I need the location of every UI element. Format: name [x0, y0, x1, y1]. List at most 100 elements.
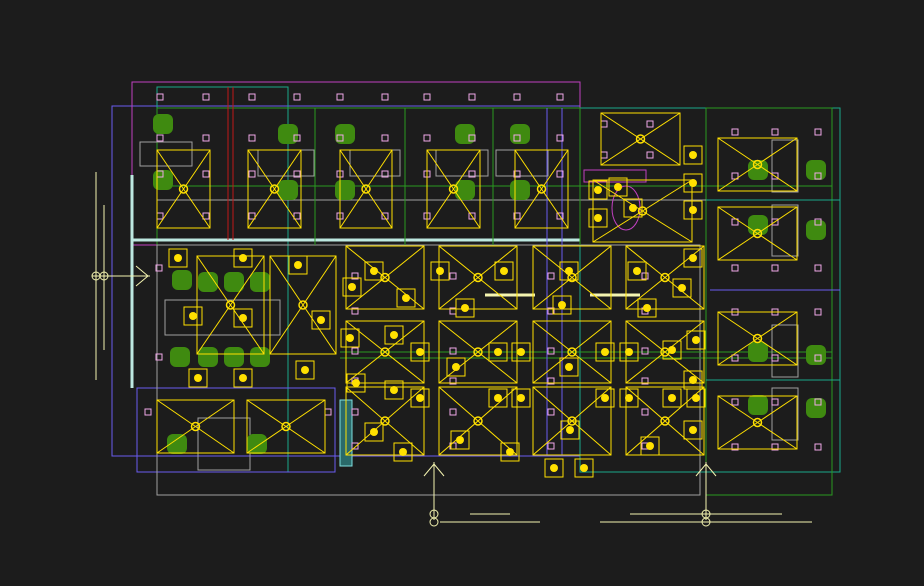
- outlet-icon: [202, 170, 210, 178]
- light-panel-diagonal: [156, 399, 235, 454]
- plant-icon: [806, 220, 826, 240]
- downlight-frame: [494, 261, 514, 281]
- outlet-icon: [156, 134, 164, 142]
- downlight-icon: [517, 394, 525, 402]
- outlet-icon: [336, 134, 344, 142]
- downlight-icon: [580, 464, 588, 472]
- outlet-icon: [381, 212, 389, 220]
- plant-icon: [455, 124, 475, 144]
- axis-arrow-icon: [423, 463, 445, 477]
- outlet-icon: [144, 408, 152, 416]
- outlet-icon: [771, 264, 779, 272]
- light-panel: [717, 311, 798, 366]
- plant-icon: [806, 398, 826, 418]
- outlet-icon: [814, 308, 822, 316]
- outlet-icon: [468, 93, 476, 101]
- downlight-icon: [239, 314, 247, 322]
- downlight-icon: [689, 206, 697, 214]
- light-panel-diagonal: [247, 149, 302, 229]
- outlet-icon: [641, 408, 649, 416]
- downlight-frame: [410, 342, 430, 362]
- outlet-icon: [468, 170, 476, 178]
- downlight-frame: [683, 200, 703, 220]
- downlight-icon: [390, 386, 398, 394]
- fixture-center-icon: [635, 134, 646, 144]
- outlet-icon: [731, 443, 739, 451]
- grid-bubble-icon: [701, 517, 711, 527]
- outlet-icon: [248, 170, 256, 178]
- outlet-icon: [293, 93, 301, 101]
- downlight-frame: [627, 261, 647, 281]
- downlight-frame: [619, 342, 639, 362]
- downlight-frame: [410, 388, 430, 408]
- light-panel: [156, 399, 235, 454]
- furniture-outline: [771, 139, 799, 193]
- downlight-frame: [544, 458, 564, 478]
- downlight-frame: [393, 442, 413, 462]
- grid-axes-layer: [91, 172, 812, 527]
- plant-icon: [335, 124, 355, 144]
- downlight-icon: [346, 334, 354, 342]
- downlight-frame: [637, 298, 657, 318]
- downlight-icon: [601, 394, 609, 402]
- plant-icon: [167, 434, 187, 454]
- downlight-icon: [348, 283, 356, 291]
- plant-icon: [455, 180, 475, 200]
- grid-bubble-icon: [99, 271, 109, 281]
- outlets-layer: [144, 93, 822, 451]
- downlight-icon: [601, 348, 609, 356]
- plant-icon: [748, 395, 768, 415]
- downlight-icon: [566, 426, 574, 434]
- fixture-center-icon: [567, 347, 577, 357]
- downlight-frame: [288, 255, 308, 275]
- outlet-icon: [771, 172, 779, 180]
- downlight-frame: [396, 288, 416, 308]
- downlight-frame: [608, 177, 628, 197]
- outlet-icon: [814, 354, 822, 362]
- downlight-icon: [689, 179, 697, 187]
- fixture-center-icon: [473, 416, 483, 426]
- downlight-icon: [629, 204, 637, 212]
- outlet-icon: [814, 443, 822, 451]
- downlight-frame: [559, 261, 579, 281]
- outlet-icon: [731, 354, 739, 362]
- downlight-icon: [558, 301, 566, 309]
- outlet-icon: [731, 264, 739, 272]
- downlight-icon: [174, 254, 182, 262]
- fixture-center-icon: [178, 184, 189, 194]
- outlet-icon: [351, 347, 359, 355]
- light-panel-diagonal: [717, 311, 798, 366]
- downlight-frame: [183, 306, 203, 326]
- downlight-icon: [370, 428, 378, 436]
- fixture-center-icon: [298, 300, 308, 310]
- plant-icon: [748, 215, 768, 235]
- outlet-icon: [351, 442, 359, 450]
- fixture-center-icon: [536, 184, 547, 194]
- downlight-icon: [500, 267, 508, 275]
- light-panel-diagonal: [600, 112, 681, 166]
- plant-icon: [748, 342, 768, 362]
- downlight-frame: [686, 330, 706, 350]
- outlet-icon: [156, 212, 164, 220]
- outlet-icon: [156, 93, 164, 101]
- outlet-icon: [513, 93, 521, 101]
- light-panel-diagonal: [532, 245, 612, 310]
- light-panel: [600, 112, 681, 166]
- downlight-frame: [500, 442, 520, 462]
- downlight-icon: [517, 348, 525, 356]
- outlet-icon: [771, 218, 779, 226]
- downlight-frame: [683, 370, 703, 390]
- downlight-frame: [595, 342, 615, 362]
- outlet-icon: [556, 170, 564, 178]
- outlet-icon: [202, 93, 210, 101]
- outlet-icon: [547, 442, 555, 450]
- downlight-frame: [683, 145, 703, 165]
- light-panel: [247, 149, 302, 229]
- light-panel-diagonal: [345, 245, 425, 310]
- furniture-outline: [197, 417, 251, 471]
- fixture-center-icon: [660, 416, 670, 426]
- outlet-icon: [771, 128, 779, 136]
- fixture-center-icon: [752, 228, 763, 239]
